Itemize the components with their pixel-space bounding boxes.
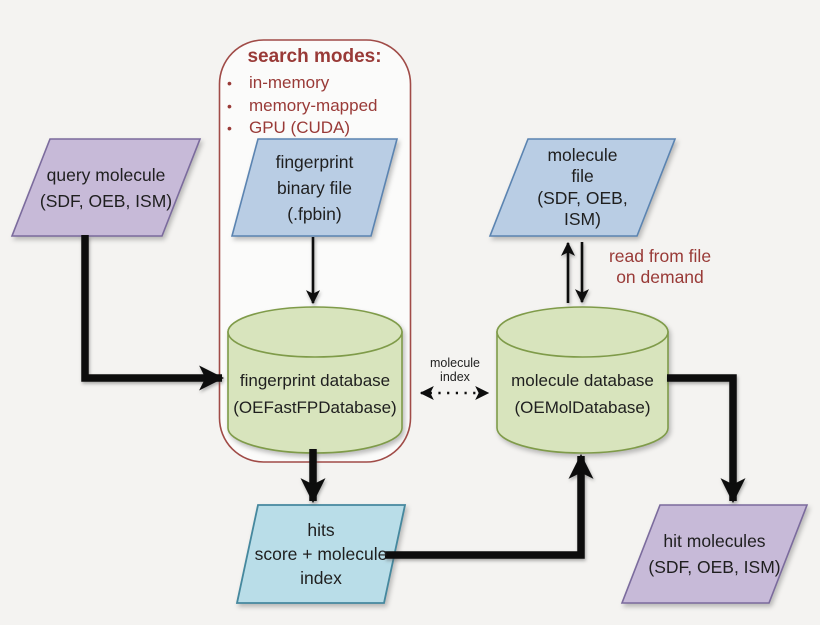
label-line: molecule [547, 144, 618, 165]
label-line: (SDF, OEB, [537, 187, 628, 208]
fingerprint-database-label: fingerprint database (OEFastFPDatabase) [228, 341, 402, 447]
label-line: query molecule [46, 164, 166, 185]
label-line: score + molecule [254, 544, 388, 564]
hit-molecules-shape [620, 504, 809, 604]
label-line: molecule [429, 356, 481, 370]
label-line: molecule database [511, 371, 654, 390]
molecule-database-cylinder [496, 306, 669, 454]
label-line: file [571, 166, 594, 186]
bullet-icon: • [227, 97, 232, 114]
label-line: on demand [616, 267, 704, 287]
label-line: hit molecules [663, 531, 766, 551]
label-line: read from file [608, 246, 712, 266]
fingerprint-binary-file-label: fingerprint binary file (.fpbin) [232, 139, 397, 236]
molecule-database-label: molecule database (OEMolDatabase) [497, 341, 668, 447]
label-line: index [440, 370, 470, 384]
label-line: (SDF, OEB, ISM) [39, 190, 173, 211]
search-mode-item: • in-memory [219, 72, 410, 95]
label-line: index [300, 568, 342, 588]
arrow-molecule-db-to-hit-molecules [667, 374, 746, 504]
label-line: ISM) [564, 209, 601, 229]
molecule-file-label: molecule file (SDF, OEB, ISM) [490, 139, 675, 236]
molecule-file-shape [488, 138, 677, 237]
fingerprint-database-cylinder [227, 306, 403, 454]
query-molecule-label: query molecule (SDF, OEB, ISM) [12, 139, 200, 236]
fingerprint-binary-file-shape [230, 138, 399, 237]
search-mode-label: memory-mapped [249, 95, 378, 115]
bullet-icon: • [227, 75, 232, 91]
search-modes-title: search modes: [247, 46, 382, 67]
label-line: fingerprint [275, 151, 354, 172]
search-mode-item: • GPU (CUDA) [219, 117, 410, 140]
search-mode-label: GPU (CUDA) [249, 118, 351, 137]
hit-molecules-label: hit molecules (SDF, OEB, ISM) [622, 505, 807, 603]
hits-shape [235, 504, 407, 604]
label-line: fingerprint database [239, 371, 391, 390]
label-line: (.fpbin) [287, 203, 342, 224]
label-line: hits [307, 520, 335, 540]
hits-label: hits score + molecule index [237, 505, 405, 603]
query-molecule-shape [10, 138, 202, 237]
search-mode-label: in-memory [249, 73, 330, 92]
label-line: (OEFastFPDatabase) [233, 398, 397, 417]
molecule-index-annotation: molecule index [417, 356, 493, 384]
read-from-file-annotation: read from file on demand [590, 246, 730, 288]
search-modes-panel: search modes: • in-memory • memory-mappe… [219, 46, 410, 140]
label-line: binary file [277, 177, 352, 198]
label-line: (OEMolDatabase) [514, 398, 651, 417]
label-line: (SDF, OEB, ISM) [648, 557, 781, 577]
arrow-hits-to-molecule-db [385, 453, 594, 559]
arrow-query-to-fingerprint-db [81, 235, 225, 391]
search-mode-item: • memory-mapped [219, 95, 410, 118]
bullet-icon: • [227, 120, 232, 136]
